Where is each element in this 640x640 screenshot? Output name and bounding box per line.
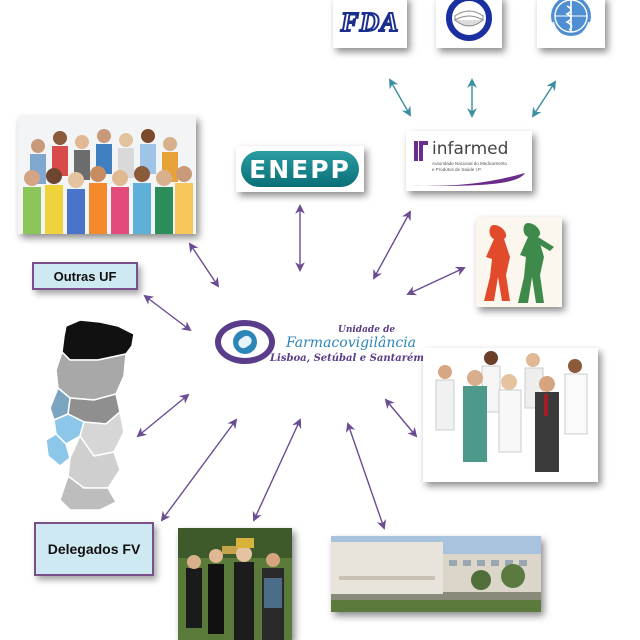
- building-photo: [331, 536, 541, 612]
- center-title-line3: Lisboa, Setúbal e Santarém: [270, 353, 424, 364]
- arrow-building: [345, 422, 387, 530]
- portugal-map-icon: [45, 319, 135, 511]
- infarmed-subtitle-2: e Produtos de Saúde I.P.: [432, 167, 482, 172]
- arrow-delegados: [160, 418, 238, 522]
- arrow-figures: [406, 266, 466, 296]
- enepp-logo: ENEPP: [236, 146, 364, 192]
- delegados-fv-text: Delegados FV: [47, 541, 141, 557]
- eye-logo-icon: [215, 320, 275, 364]
- who-logo: [537, 0, 605, 48]
- arrow-people: [188, 242, 220, 288]
- infarmed-logo-text: infarmed: [432, 139, 509, 159]
- students-image: [178, 528, 292, 640]
- arrow-map: [136, 393, 190, 438]
- human-figures-icon: [484, 223, 554, 303]
- fda-logo: FDA: [333, 0, 407, 48]
- arrow-professionals: [384, 398, 418, 438]
- center-unit-logo: Unidade de Farmacovigilância Lisboa, Set…: [212, 316, 424, 370]
- arrow-fda-infarmed: [389, 78, 411, 117]
- center-title-line2: Farmacovigilância: [286, 335, 417, 351]
- arrow-students: [252, 418, 302, 522]
- arrow-who-infarmed: [531, 80, 557, 118]
- infarmed-logo: infarmed Autoridade Nacional do Medicame…: [406, 131, 532, 191]
- ema-emblem-icon: [446, 0, 492, 41]
- arrow-infarmed: [373, 210, 411, 280]
- infarmed-mark-icon: [414, 141, 428, 161]
- crowd-image: [18, 116, 196, 234]
- who-emblem-icon: [551, 0, 591, 39]
- infarmed-swoosh-icon: [411, 173, 525, 186]
- arrow-outras-uf: [143, 294, 192, 332]
- delegados-fv-label: Delegados FV: [34, 522, 154, 576]
- portugal-region-map: [40, 316, 140, 514]
- students-photo: [178, 528, 292, 640]
- center-title-line1: Unidade de: [338, 325, 396, 335]
- health-professionals-photo: [423, 348, 598, 482]
- infarmed-subtitle-1: Autoridade Nacional do Medicamento: [432, 161, 508, 166]
- enepp-logo-text: ENEPP: [249, 154, 351, 184]
- fda-logo-text: FDA: [340, 6, 400, 38]
- outras-uf-label: Outras UF: [32, 262, 138, 290]
- population-photo: [18, 116, 196, 234]
- professionals-image: [423, 348, 598, 482]
- building-image: [331, 536, 541, 612]
- ema-logo: [436, 0, 502, 48]
- outras-uf-text: Outras UF: [53, 268, 117, 284]
- figures-artwork: [476, 217, 562, 307]
